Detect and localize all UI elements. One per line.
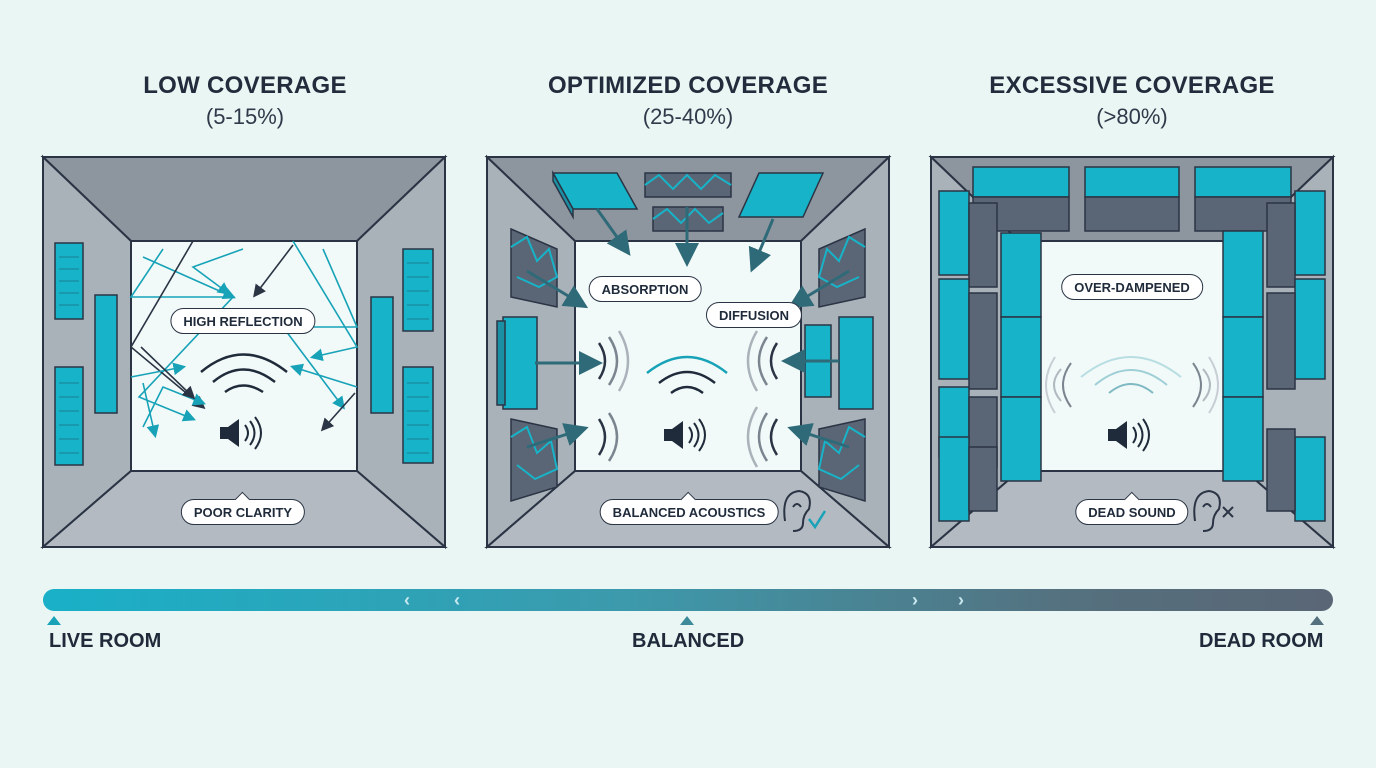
live-room-label: LIVE ROOM: [49, 630, 162, 652]
sound-waves: [200, 353, 288, 394]
optimized-coverage-range: (25-40%): [642, 104, 734, 129]
absorption-arrows: [526, 207, 850, 449]
poor-clarity-label: POOR CLARITY: [180, 499, 306, 525]
optimized-coverage-room-diagram: [484, 154, 892, 550]
high-reflection-label: HIGH REFLECTION: [170, 308, 316, 334]
right-wall-panels: [1222, 190, 1326, 522]
speaker-icon: [1108, 418, 1150, 452]
excessive-coverage-room: OVER-DAMPENED DEAD SOUND: [928, 154, 1336, 550]
low-coverage-title: LOW COVERAGE: [143, 72, 347, 99]
optimized-coverage-title: OPTIMIZED COVERAGE: [547, 72, 829, 99]
dead-sound-label: DEAD SOUND: [1075, 499, 1189, 525]
ear-cross-icon: [1193, 489, 1234, 532]
low-coverage-room: HIGH REFLECTION POOR CLARITY: [40, 154, 448, 550]
balanced-acoustics-label: BALANCED ACOUSTICS: [599, 499, 779, 525]
excessive-coverage-range: (>80%): [1096, 104, 1168, 129]
diffusion-label: DIFFUSION: [705, 302, 803, 328]
chevron-right-icon: ›: [958, 590, 964, 610]
speaker-icon: [664, 418, 706, 452]
ear-check-icon: [783, 489, 827, 532]
sound-waves: [597, 330, 779, 468]
absorption-label: ABSORPTION: [588, 276, 702, 302]
dead-room-marker: [1310, 616, 1324, 625]
left-wall-panels: [938, 190, 1042, 522]
live-room-marker: [47, 616, 61, 625]
acoustic-scale-bar: [43, 589, 1333, 611]
dead-room-label: DEAD ROOM: [1199, 630, 1324, 652]
ceiling-panels: [972, 166, 1292, 232]
optimized-coverage-room: ABSORPTION DIFFUSION BALANCED ACOUSTICS: [484, 154, 892, 550]
speaker-icon: [220, 416, 262, 450]
balanced-label: BALANCED: [632, 630, 745, 652]
reflection-rays: [129, 240, 359, 439]
sparse-panels: [54, 242, 434, 466]
low-coverage-range: (5-15%): [205, 104, 285, 129]
over-dampened-label: OVER-DAMPENED: [1061, 274, 1203, 300]
low-coverage-room-diagram: [40, 154, 448, 550]
excessive-coverage-title: EXCESSIVE COVERAGE: [989, 72, 1275, 99]
balanced-marker: [680, 616, 694, 625]
chevron-left-icon: ‹: [404, 590, 410, 610]
faded-sound-waves: [1045, 356, 1219, 414]
chevron-left-icon: ‹: [454, 590, 460, 610]
excessive-coverage-room-diagram: [928, 154, 1336, 550]
chevron-right-icon: ›: [912, 590, 918, 610]
